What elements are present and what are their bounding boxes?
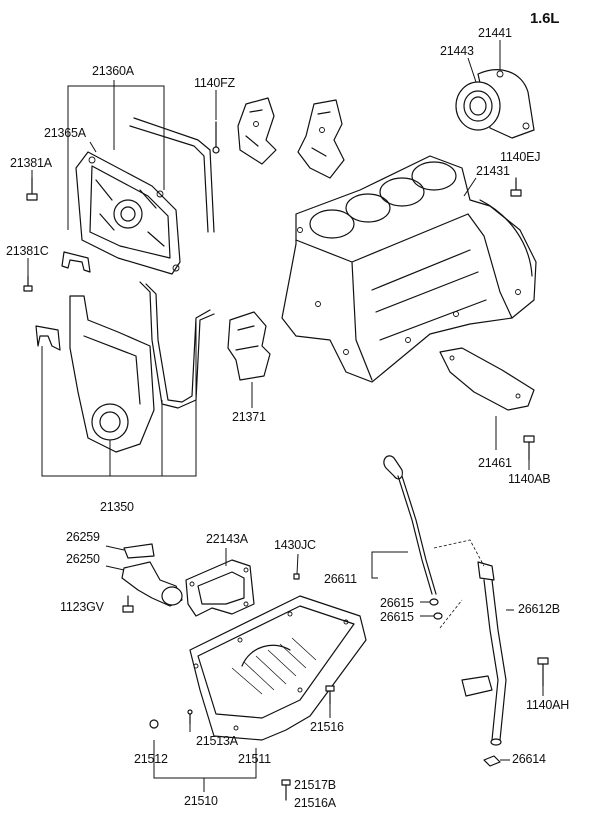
part-label-22143a: 22143A xyxy=(206,532,248,546)
part-label-1140ej: 1140EJ xyxy=(500,150,541,164)
bolt-21381a-drawing xyxy=(26,177,38,201)
timing-cover-upper-drawing xyxy=(75,117,215,275)
part-label-21443: 21443 xyxy=(440,44,474,58)
part-label-21360a: 21360A xyxy=(92,64,134,78)
oil-strainer-drawing xyxy=(121,543,183,613)
bolt-1140ab-drawing xyxy=(523,435,535,461)
part-label-1140ab: 1140AB xyxy=(508,472,551,486)
part-label-1140fz: 1140FZ xyxy=(194,76,235,90)
part-label-26614: 26614 xyxy=(512,752,546,766)
part-label-21381a: 21381A xyxy=(10,156,52,170)
part-label-21431: 21431 xyxy=(476,164,510,178)
part-label-26250: 26250 xyxy=(66,552,100,566)
part-label-1430jc: 1430JC xyxy=(274,538,316,552)
part-label-26259: 26259 xyxy=(66,530,100,544)
oil-seal-drawing xyxy=(455,40,535,139)
gasket-21371-drawing xyxy=(227,311,271,381)
part-label-21510: 21510 xyxy=(184,794,218,808)
leader-lines xyxy=(27,80,544,792)
part-label-21511: 21511 xyxy=(238,752,271,766)
part-label-26611: 26611 xyxy=(324,572,357,586)
bolt-1140ah-drawing xyxy=(537,657,549,687)
part-label-21365a: 21365A xyxy=(44,126,86,140)
part-label-21513a: 21513A xyxy=(196,734,238,748)
bolt-1140ej-drawing xyxy=(510,177,522,197)
drain-plug-drawing xyxy=(281,779,291,801)
part-label-21461: 21461 xyxy=(478,456,512,470)
plug-1430jc-drawing xyxy=(293,573,300,580)
bracket-center-drawing xyxy=(297,99,345,179)
bolt-21516-drawing xyxy=(325,685,335,705)
part-label-1123gv: 1123GV xyxy=(60,600,104,614)
part-label-21381c: 21381C xyxy=(6,244,49,258)
clip-21381c-drawing xyxy=(23,251,91,292)
oil-pan-drawing xyxy=(149,595,367,741)
baffle-21461-drawing xyxy=(439,347,535,450)
timing-cover-lower-drawing xyxy=(35,281,215,453)
part-label-1140ah: 1140AH xyxy=(526,698,570,712)
part-label-21512: 21512 xyxy=(134,752,168,766)
cylinder-block-drawing xyxy=(281,155,537,383)
dipstick-drawing xyxy=(383,455,437,595)
gasket-26614-drawing xyxy=(483,755,501,767)
part-label-26615-lower: 26615 xyxy=(380,610,414,624)
part-label-21517b: 21517B xyxy=(294,778,336,792)
part-label-21441: 21441 xyxy=(478,26,512,40)
bracket-1140fz-drawing xyxy=(212,97,277,165)
baffle-22143a-drawing xyxy=(185,559,255,617)
part-label-21516: 21516 xyxy=(310,720,344,734)
part-label-21516a: 21516A xyxy=(294,796,336,810)
part-label-21350: 21350 xyxy=(100,500,134,514)
part-label-26615-upper: 26615 xyxy=(380,596,414,610)
part-label-26612b: 26612B xyxy=(518,602,560,616)
engine-variant-label: 1.6L xyxy=(530,10,560,27)
part-label-21371: 21371 xyxy=(232,410,266,424)
dipstick-tube-drawing xyxy=(433,539,507,746)
